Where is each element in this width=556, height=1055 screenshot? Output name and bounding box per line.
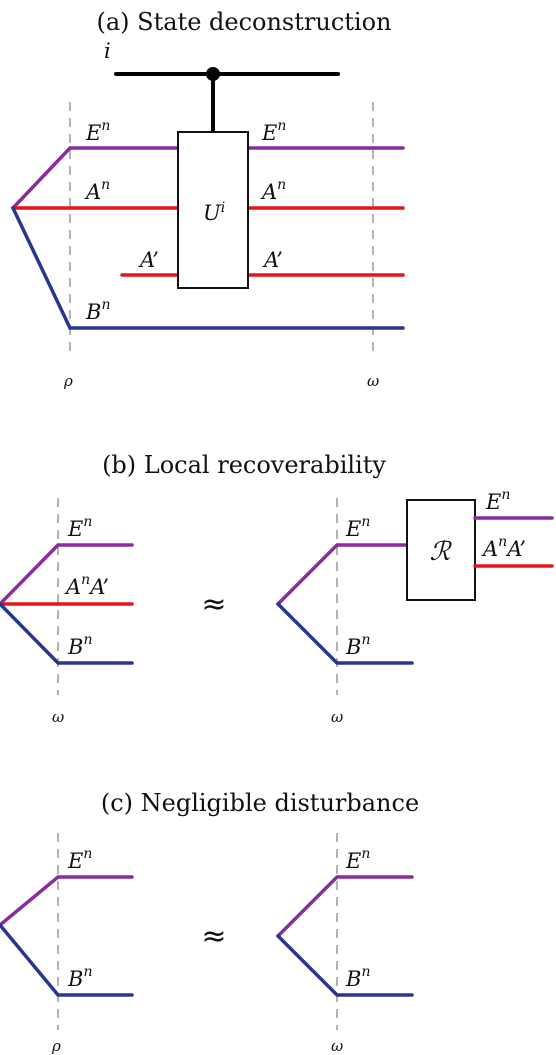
- E-wire-right: [276, 543, 409, 606]
- E-wire-c-left: [0, 875, 134, 927]
- label-E-right: En: [345, 514, 370, 541]
- label-E-left: En: [67, 514, 92, 541]
- B-wire: [11, 206, 405, 330]
- recovery-map-box: [406, 499, 476, 601]
- label-B-c-left: Bn: [67, 964, 92, 991]
- B-wire-c-left: [0, 923, 134, 997]
- omega-label: ω: [367, 372, 379, 390]
- B-wire-right: [276, 602, 414, 665]
- label-A-out: An: [260, 177, 286, 204]
- panel-a: (a) State deconstruction i Ui En An A’ B…: [11, 8, 405, 390]
- omega-label-right: ω: [331, 708, 343, 726]
- panel-c-title: (c) Negligible disturbance: [101, 789, 419, 817]
- omega-label-c: ω: [331, 1037, 343, 1055]
- control-dot: [206, 67, 220, 81]
- label-B-c-right: Bn: [345, 964, 370, 991]
- panel-a-title: (a) State deconstruction: [96, 8, 391, 36]
- label-Aprime-in: A’: [138, 248, 159, 272]
- rho-label: ρ: [63, 372, 73, 390]
- approx-sign-c: ≈: [201, 919, 226, 954]
- label-B-in: Bn: [85, 297, 110, 324]
- unitary-gate: [177, 131, 249, 289]
- approx-sign-b: ≈: [201, 587, 226, 622]
- panel-b: (b) Local recoverability En AnA’ Bn ω ≈ …: [0, 451, 554, 726]
- B-wire-c-right: [276, 934, 414, 997]
- rho-label-c: ρ: [51, 1037, 61, 1055]
- E-wire-in: [11, 146, 180, 210]
- label-E-in: En: [85, 118, 110, 145]
- recovery-map-label: ℛ: [430, 537, 453, 567]
- label-Aprime-out: A’: [262, 248, 283, 272]
- label-E-c-right: En: [345, 846, 370, 873]
- label-E-recovered: En: [485, 487, 510, 514]
- B-wire-left: [0, 602, 134, 665]
- label-AA-left: AnA’: [64, 572, 109, 599]
- control-label: i: [104, 39, 111, 63]
- panel-b-title: (b) Local recoverability: [102, 451, 386, 479]
- label-B-right: Bn: [345, 632, 370, 659]
- label-B-left: Bn: [67, 632, 92, 659]
- label-E-out: En: [261, 118, 286, 145]
- label-AA-recovered: AnA’: [481, 534, 526, 561]
- unitary-label: Ui: [203, 200, 225, 225]
- omega-label-left: ω: [52, 708, 64, 726]
- panel-c: (c) Negligible disturbance En Bn ρ ≈ En …: [0, 789, 419, 1055]
- E-wire-left: [0, 543, 134, 606]
- E-wire-c-right: [276, 875, 414, 938]
- label-A-in: An: [84, 177, 110, 204]
- label-E-c-left: En: [67, 846, 92, 873]
